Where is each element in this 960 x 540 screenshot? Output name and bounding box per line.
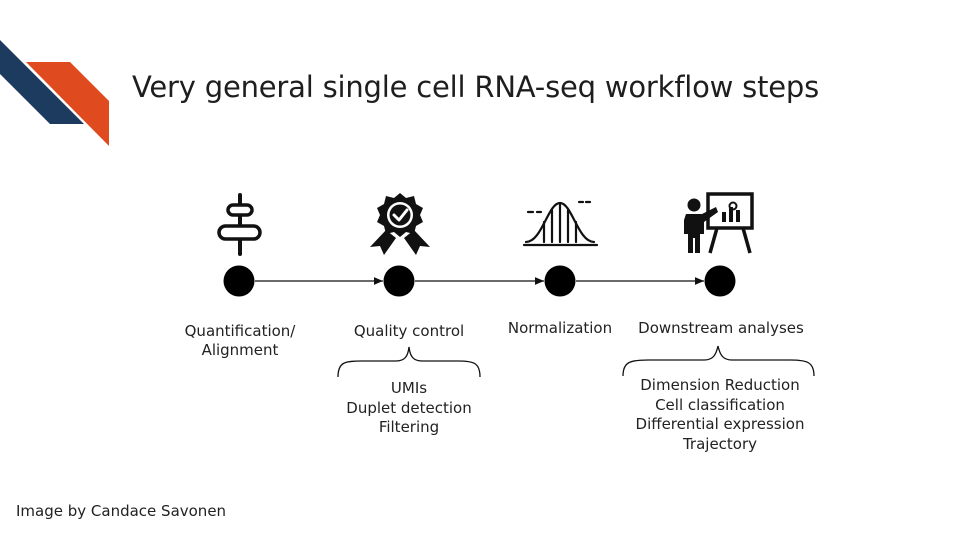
step-label-line: Quality control <box>353 322 465 340</box>
detail-item: Cell classification <box>655 395 785 414</box>
award-badge-check-icon <box>370 193 430 255</box>
quality-control-details: UMIs Duplet detection Filtering <box>329 379 489 438</box>
detail-item: UMIs <box>390 379 428 397</box>
signpost-icon <box>217 193 262 256</box>
detail-item: Dimension Reduction <box>640 376 800 394</box>
detail-item: Filtering <box>378 418 440 436</box>
step-label-quality-control: Quality control <box>344 322 474 341</box>
step-node-1 <box>223 265 255 297</box>
image-credit: Image by Candace Savonen <box>16 502 227 520</box>
downstream-details: Dimension Reduction Cell classification … <box>620 376 820 454</box>
corner-decoration <box>0 40 109 146</box>
corner-stripe-orange <box>26 62 109 146</box>
bell-curve-icon <box>522 200 599 247</box>
step-label-quantification: Quantification/ Alignment <box>179 322 301 360</box>
step-node-3 <box>544 265 576 297</box>
detail-item: Differential expression <box>635 415 805 433</box>
step-label-line: Downstream analyses <box>638 319 804 337</box>
slide-title: Very general single cell RNA-seq workflo… <box>132 70 820 104</box>
step-node-4 <box>704 265 736 297</box>
brace-quality-control <box>337 346 481 378</box>
step-label-downstream: Downstream analyses <box>628 319 814 338</box>
presenter-chart-icon <box>684 192 754 254</box>
brace-downstream-analyses <box>622 345 815 377</box>
step-node-2 <box>383 265 415 297</box>
detail-item: Duplet detection <box>346 398 472 417</box>
corner-stripe-navy <box>0 40 84 124</box>
step-label-line: Normalization <box>507 319 613 337</box>
step-label-normalization: Normalization <box>500 319 620 338</box>
detail-item: Trajectory <box>682 434 758 453</box>
step-label-line: Quantification/ <box>184 322 296 340</box>
step-label-line: Alignment <box>201 341 279 359</box>
